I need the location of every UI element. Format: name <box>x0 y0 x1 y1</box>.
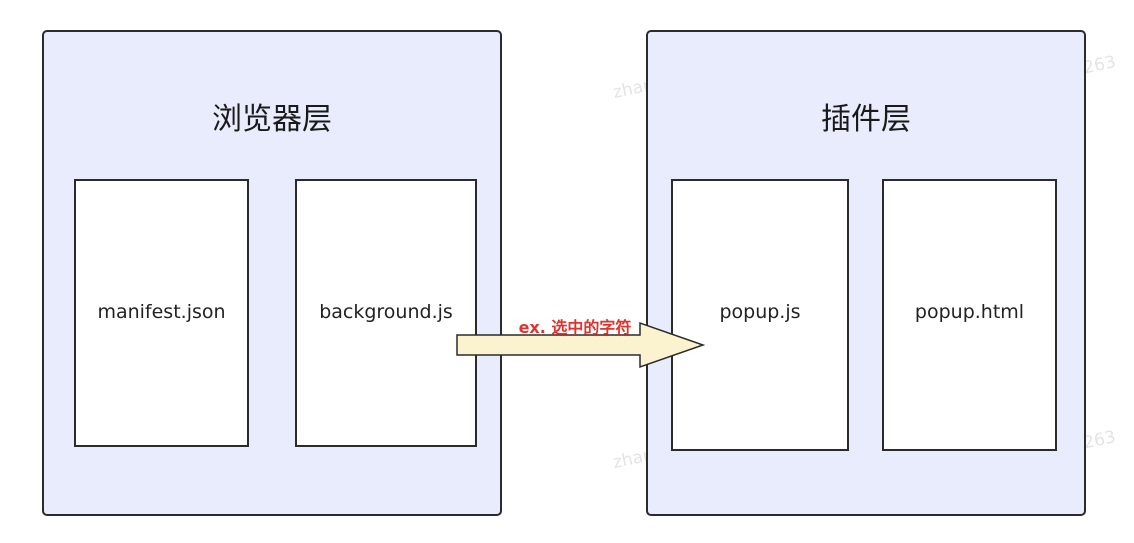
browser-layer-title: 浏览器层 <box>212 102 332 137</box>
arrow-label: ex. 选中的字符 <box>518 318 632 337</box>
manifest-json-box: manifest.json <box>74 179 249 447</box>
popup-js-label: popup.js <box>719 301 801 323</box>
manifest-json-label: manifest.json <box>97 301 226 323</box>
popup-js-box: popup.js <box>671 179 849 451</box>
background-js-box: background.js <box>295 179 477 447</box>
background-js-label: background.js <box>319 301 453 323</box>
plugin-layer-title: 插件层 <box>821 102 911 137</box>
popup-html-label: popup.html <box>914 301 1025 323</box>
popup-html-box: popup.html <box>882 179 1057 451</box>
